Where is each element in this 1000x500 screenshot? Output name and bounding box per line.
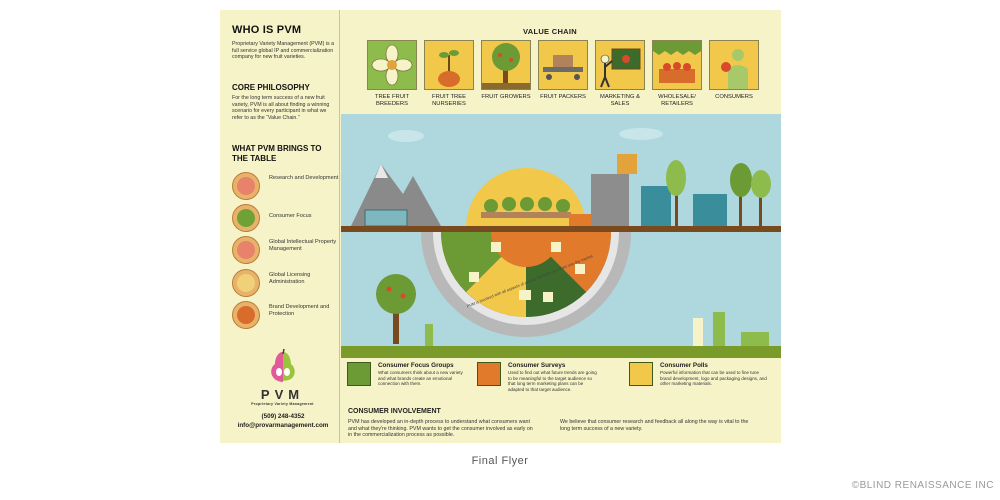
table-item-licensing: Global Licensing Administration xyxy=(232,269,338,297)
ip-management-icon xyxy=(232,236,260,264)
pvm-flyer: WHO IS PVM Proprietary Variety Managemen… xyxy=(220,10,781,443)
chain-item-consumers: CONSUMERS xyxy=(709,40,759,101)
brand-icon xyxy=(232,301,260,329)
who-is-pvm-text: Proprietary Variety Management (PVM) is … xyxy=(232,41,335,61)
consumer-involvement-heading: CONSUMER INVOLVEMENT xyxy=(348,408,441,415)
chain-item-nurseries: FRUIT TREE NURSERIES xyxy=(424,40,474,107)
table-item-research: Research and Development xyxy=(232,172,339,200)
contact-block: (509) 248-4352 info@provarmanagement.com xyxy=(230,412,336,430)
chain-item-marketing: MARKETING & SALES xyxy=(595,40,645,107)
chain-label: MARKETING & SALES xyxy=(600,94,640,107)
program-title: Consumer Polls xyxy=(660,362,708,369)
chain-label: TREE FRUIT BREEDERS xyxy=(374,94,410,107)
what-pvm-brings-heading: WHAT PVM BRINGS TO THE TABLE xyxy=(232,144,322,163)
licensing-icon xyxy=(232,269,260,297)
consumer-section: Consumer Focus Groups What consumers thi… xyxy=(341,358,781,443)
program-text: Powerful information that can be used to… xyxy=(660,370,767,387)
survey-checklist-icon xyxy=(477,362,501,386)
table-item-consumer-focus: Consumer Focus xyxy=(232,204,338,232)
poll-chart-icon xyxy=(629,362,653,386)
flower-icon xyxy=(367,40,417,90)
chain-label: WHOLESALE/ RETAILERS xyxy=(658,94,696,107)
focus-group-icon xyxy=(347,362,371,386)
table-item-label: Global Intellectual Property Management xyxy=(269,239,337,252)
logo-wordmark: PVM xyxy=(260,387,305,402)
chain-item-breeders: TREE FRUIT BREEDERS xyxy=(367,40,417,107)
table-item-label: Global Licensing Administration xyxy=(269,272,311,285)
core-philosophy-heading: CORE PHILOSOPHY xyxy=(232,83,310,92)
who-is-pvm-heading: WHO IS PVM xyxy=(232,24,302,36)
table-item-ip-management: Global Intellectual Property Management xyxy=(232,236,338,264)
image-caption: Final Flyer xyxy=(471,455,529,467)
sapling-pot-icon xyxy=(424,40,474,90)
research-icon xyxy=(232,172,260,200)
pear-logo-icon xyxy=(270,348,295,382)
program-text: Used to find out what future trends are … xyxy=(508,370,597,392)
phone-number[interactable]: (509) 248-4352 xyxy=(261,413,305,420)
value-chain-illustration xyxy=(341,128,781,358)
table-item-label: Brand Development and Protection xyxy=(269,304,330,317)
consumer-person-icon xyxy=(709,40,759,90)
chain-item-packers: FRUIT PACKERS xyxy=(538,40,588,101)
program-title: Consumer Surveys xyxy=(508,362,566,369)
consumer-involvement-text-right: We believe that consumer research and fe… xyxy=(560,419,749,432)
core-philosophy-text: For the long term success of a new fruit… xyxy=(232,95,330,121)
consumer-focus-icon xyxy=(232,204,260,232)
chain-label: FRUIT PACKERS xyxy=(540,94,586,100)
logo-subtext: Proprietary Variety Management xyxy=(251,402,314,406)
value-chain-heading: VALUE CHAIN xyxy=(523,27,577,36)
program-text: What consumers think about a new variety… xyxy=(378,370,463,387)
chain-label: CONSUMERS xyxy=(715,94,753,100)
program-title: Consumer Focus Groups xyxy=(378,362,454,369)
value-chain-scene: PVM is involved with all aspects of gett… xyxy=(341,114,781,358)
email-address[interactable]: info@provarmanagement.com xyxy=(237,422,329,429)
table-item-label: Consumer Focus xyxy=(269,213,312,219)
fruit-stand-icon xyxy=(652,40,702,90)
chain-item-growers: FRUIT GROWERS xyxy=(481,40,531,101)
table-item-label: Research and Development xyxy=(269,175,339,181)
flyer-sidebar: WHO IS PVM Proprietary Variety Managemen… xyxy=(220,10,340,443)
consumer-involvement-text-left: PVM has developed an in-depth process to… xyxy=(348,419,533,438)
fruit-tree-icon xyxy=(481,40,531,90)
copyright-notice: ©BLIND RENAISSANCE INC xyxy=(851,480,994,491)
chain-item-retailers: WHOLESALE/ RETAILERS xyxy=(652,40,702,107)
pvm-logo: PVM Proprietary Variety Management xyxy=(240,348,325,414)
presentation-board-icon xyxy=(595,40,645,90)
chain-label: FRUIT TREE NURSERIES xyxy=(432,94,466,107)
chain-label: FRUIT GROWERS xyxy=(481,94,531,100)
table-item-brand: Brand Development and Protection xyxy=(232,301,338,329)
packing-conveyor-icon xyxy=(538,40,588,90)
